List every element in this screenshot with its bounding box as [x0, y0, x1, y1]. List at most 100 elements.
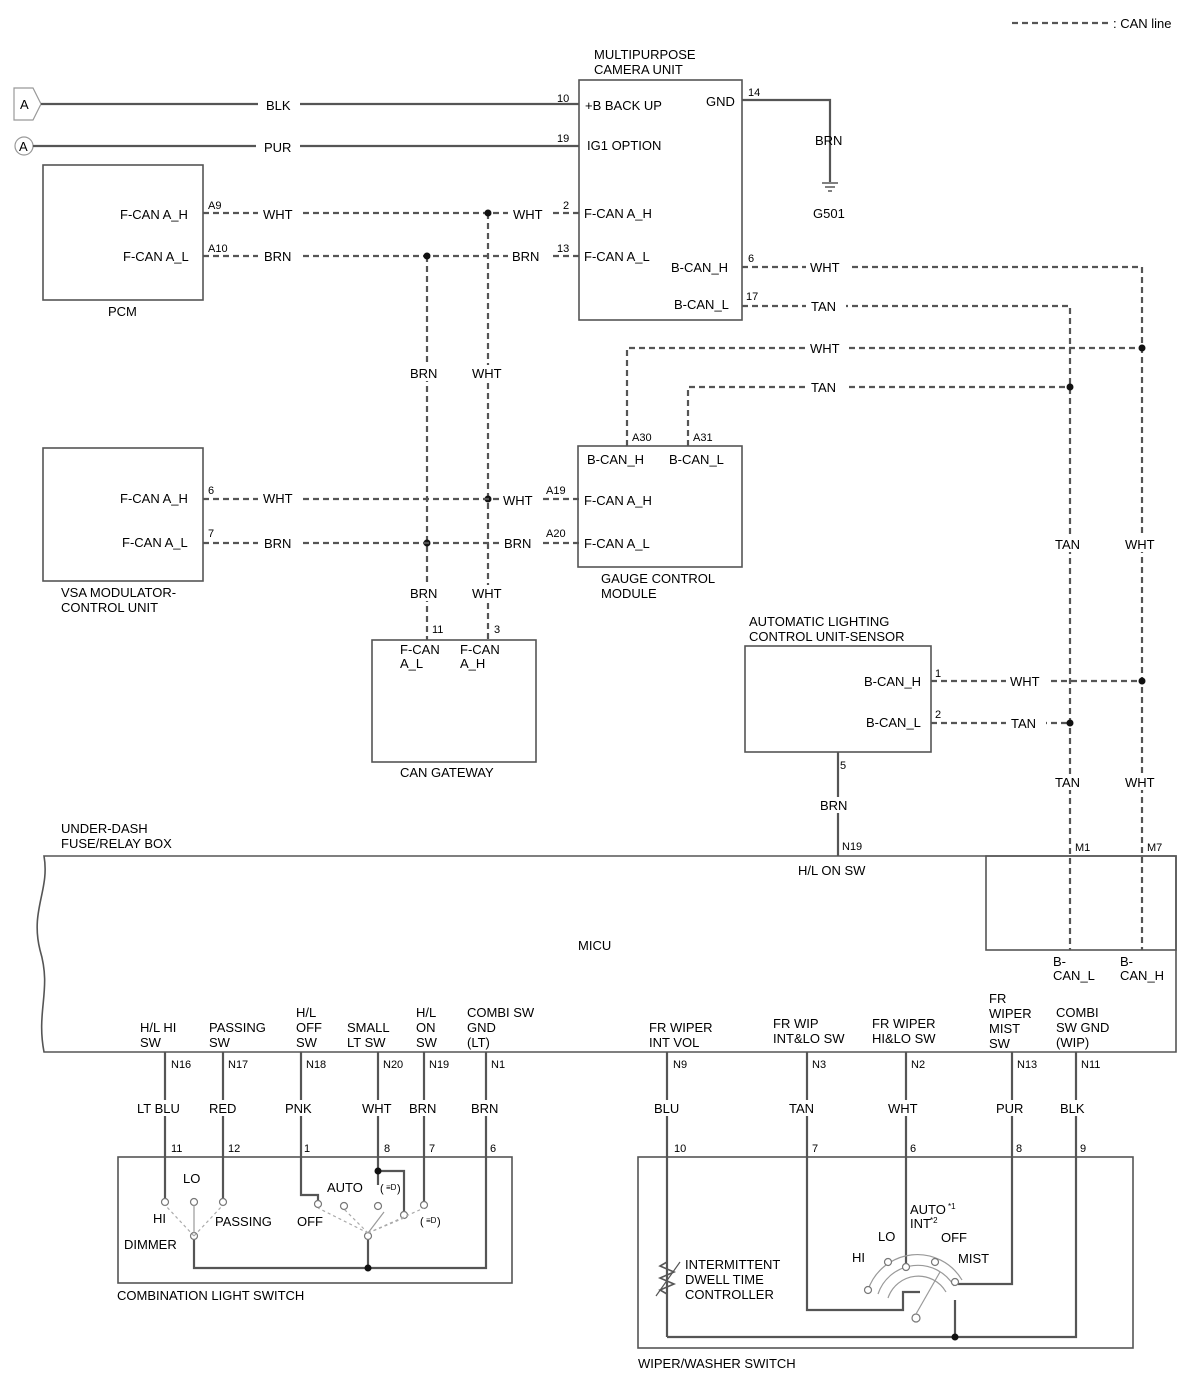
als-box	[744, 645, 932, 753]
camera-fcan-l: F-CAN A_L	[584, 249, 650, 264]
fusebox-pin-m1: M1	[1075, 842, 1090, 854]
wire-pur-label: PUR	[264, 140, 291, 155]
svg-text:): )	[437, 1216, 441, 1228]
camera-pin-19: 19	[557, 133, 569, 145]
als-bcan-l: B-CAN_L	[866, 715, 921, 730]
dimmer-label: DIMMER	[124, 1237, 177, 1252]
micu-pin-hl-off: H/L OFF SW	[296, 1005, 322, 1050]
pin-number: N2	[911, 1059, 925, 1071]
gauge-pin-a30: A30	[632, 432, 652, 444]
svg-text:≡D: ≡D	[426, 1216, 437, 1225]
als-pin-2: 2	[935, 709, 941, 721]
camera-bcan-l: B-CAN_L	[674, 297, 729, 312]
camera-bcan-h: B-CAN_H	[671, 260, 728, 275]
vsa-fcan-l: F-CAN A_L	[122, 535, 188, 550]
wire-blk-label: BLK	[266, 98, 291, 113]
micu-pin-hl-hi: H/L HI SW	[140, 1020, 176, 1050]
vsa-pin-7: 7	[208, 528, 214, 540]
camera-fcan-h: F-CAN A_H	[584, 206, 652, 221]
label-bg	[258, 248, 300, 264]
pin-label-line: COMBI SW	[467, 1005, 535, 1020]
micu-wire-n20: N20 WHT 8	[360, 1052, 406, 1212]
pin-label-line: SW	[209, 1035, 231, 1050]
light-switch-name: COMBINATION LIGHT SWITCH	[117, 1288, 304, 1303]
combination-light-switch-box	[117, 1156, 513, 1284]
label-bg	[405, 585, 449, 601]
wire-color: PNK	[285, 1101, 312, 1116]
wire-color: WHT	[888, 1101, 918, 1116]
int-dwell-3: CONTROLLER	[685, 1287, 774, 1302]
gateway-fcan-h-2: A_H	[460, 656, 485, 671]
pin-label-line: H/L HI	[140, 1020, 176, 1035]
gateway-fcan-l-2: A_L	[400, 656, 423, 671]
gateway-fcan-l-1: F-CAN	[400, 642, 440, 657]
pin-label-line: (LT)	[467, 1035, 490, 1050]
fusebox-pin-n19: N19	[842, 841, 862, 853]
vsa-name-1: VSA MODULATOR-	[61, 585, 176, 600]
pin-label-line: PASSING	[209, 1020, 266, 1035]
wiper-auto: AUTO	[910, 1202, 946, 1217]
wire-color: BRN	[471, 1101, 498, 1116]
camera-title-2: CAMERA UNIT	[594, 62, 683, 77]
wiper-lo: LO	[878, 1229, 895, 1244]
ground-label: G501	[813, 206, 845, 221]
label-bg	[258, 205, 300, 221]
pin-label-line: SW	[416, 1035, 438, 1050]
wire-tan-1: TAN	[811, 299, 836, 314]
wire-tan-2: TAN	[811, 380, 836, 395]
label-bg	[1121, 774, 1163, 790]
pin-label-line: H/L	[416, 1005, 436, 1020]
wiper-off: OFF	[941, 1230, 967, 1245]
micu-bcan-l-2: CAN_L	[1053, 968, 1095, 983]
gateway-name: CAN GATEWAY	[400, 765, 494, 780]
svg-text:): )	[397, 1183, 401, 1195]
micu-pin-wiper-int-vol: FR WIPER INT VOL	[649, 1020, 713, 1050]
label-bg	[1050, 536, 1090, 552]
wire-brn-6: BRN	[504, 536, 531, 551]
wire-wht-8: WHT	[810, 341, 840, 356]
pin-label-line: SMALL	[347, 1020, 390, 1035]
wiper-int-sup: *2	[930, 1216, 938, 1225]
wire-wht-4: WHT	[472, 586, 502, 601]
micu-wire-n2: N2 WHT 6	[886, 1052, 926, 1264]
terminal-number: 7	[812, 1143, 818, 1155]
pin-number: N11	[1081, 1059, 1100, 1071]
svg-text:≡D: ≡D	[386, 1183, 397, 1192]
vsa-box	[42, 447, 204, 582]
micu-pin-combi-lt: COMBI SW GND (LT)	[467, 1005, 535, 1050]
gateway-fcan-h-1: F-CAN	[460, 642, 500, 657]
pin-number: N9	[673, 1059, 687, 1071]
off-label: OFF	[297, 1214, 323, 1229]
gauge-bcan-h-wire	[625, 346, 1142, 446]
ground-wire-color: BRN	[815, 133, 842, 148]
camera-gnd-label: GND	[706, 94, 735, 109]
svg-text:(: (	[420, 1216, 424, 1228]
micu-label: MICU	[578, 938, 611, 953]
gauge-bcan-h: B-CAN_H	[587, 452, 644, 467]
camera-pin-2: 2	[563, 200, 569, 212]
pin-label-line: (WIP)	[1056, 1035, 1089, 1050]
micu-wire-n17: N17 RED 12	[205, 1052, 248, 1199]
camera-title-1: MULTIPURPOSE	[594, 47, 696, 62]
label-bg	[256, 138, 300, 154]
wire-color: WHT	[362, 1101, 392, 1116]
micu-wire-n3: N3 TAN 7	[787, 1052, 920, 1312]
connector-a-label-1: A	[20, 97, 29, 112]
pcm-box	[42, 164, 204, 301]
wiper-hi: HI	[852, 1250, 865, 1265]
wire-wht-1: WHT	[263, 207, 293, 222]
wire-color: LT BLU	[137, 1101, 180, 1116]
gauge-pin-a31: A31	[693, 432, 713, 444]
pin-label-line: GND	[467, 1020, 496, 1035]
pin-label-line: COMBI	[1056, 1005, 1099, 1020]
label-bg	[1006, 673, 1048, 689]
micu-wire-n13: N13 PUR 8	[958, 1052, 1037, 1286]
wire-brn-3: BRN	[410, 366, 437, 381]
gateway-pin-11: 11	[432, 624, 443, 636]
wiper-auto-sup: *1	[948, 1202, 956, 1211]
pin-label-line: WIPER	[989, 1006, 1032, 1021]
gauge-fcan-h: F-CAN A_H	[584, 493, 652, 508]
micu-pin-small-lt: SMALL LT SW	[347, 1020, 390, 1050]
micu-wire-n16: N16 LT BLU 11	[135, 1052, 191, 1198]
small-light-icon: ( ≡D )	[380, 1183, 401, 1195]
